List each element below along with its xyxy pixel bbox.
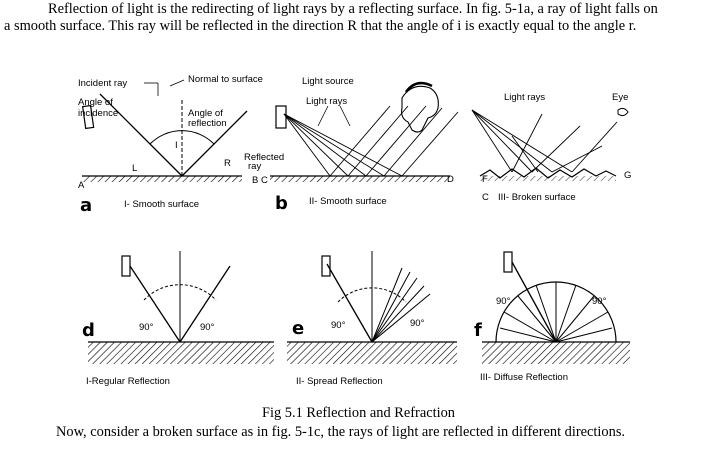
l-label: L xyxy=(132,163,137,174)
reflected-ray-label-2: ray xyxy=(248,161,261,172)
figure-caption: Fig 5.1 Reflection and Refraction xyxy=(261,405,456,421)
panel-d-angle-right: 90° xyxy=(200,322,215,333)
panel-e-letter: e xyxy=(292,318,304,339)
panel-e-angle-left: 90° xyxy=(331,320,346,331)
panel-d-caption: I-Regular Reflection xyxy=(86,376,170,387)
panel-c: Light rays Eye F G C III- Broken surface xyxy=(471,92,631,203)
panel-c-letter: C xyxy=(482,192,489,203)
panel-d-letter: d xyxy=(82,320,95,341)
f-point-label: F xyxy=(482,174,488,185)
panel-f-angle-left: 90° xyxy=(496,296,511,307)
eye-label: Eye xyxy=(612,92,628,103)
angle-reflection-label-2: reflection xyxy=(188,118,227,129)
light-rays-label-c: Light rays xyxy=(504,92,545,103)
incident-ray xyxy=(99,93,183,177)
surface-e xyxy=(287,342,457,364)
panel-a-letter: a xyxy=(80,195,92,216)
outro-paragraph: Now, consider a broken surface as in fig… xyxy=(0,424,717,441)
eye-icon xyxy=(617,107,629,117)
r-label: R xyxy=(224,158,231,169)
a-point-label: A xyxy=(78,180,85,191)
panel-c-caption: III- Broken surface xyxy=(498,192,576,203)
panel-b: Light source Light rays D b II- Smooth s… xyxy=(270,76,459,214)
panel-f-letter: f xyxy=(474,320,482,341)
outro-line-1: Now, consider a broken surface as in fig… xyxy=(56,424,626,440)
panel-d-angle-left: 90° xyxy=(139,322,154,333)
flashlight-icon-d xyxy=(121,255,131,277)
panel-e: 90° 90° e II- Spread Reflection xyxy=(287,251,457,387)
flashlight-icon-e xyxy=(321,255,331,277)
surface-d xyxy=(88,342,274,364)
angle-reflection-label-1: Angle of xyxy=(188,108,223,119)
person-head-icon xyxy=(401,85,439,133)
intro-paragraph: Reflection of light is the redirecting o… xyxy=(0,1,717,35)
i-label: I xyxy=(175,140,178,151)
panel-a: Incident ray Normal to surface Angle of … xyxy=(78,74,284,216)
panel-d: 90° 90° d I-Regular Reflection xyxy=(82,251,274,387)
panel-e-angle-right: 90° xyxy=(410,318,425,329)
reflected-ray-label-1: Reflected xyxy=(244,152,284,163)
light-source-label: Light source xyxy=(302,76,354,87)
panel-e-caption: II- Spread Reflection xyxy=(296,376,383,387)
reflection-diagram: Incident ray Normal to surface Angle of … xyxy=(78,74,631,387)
d-point-label: D xyxy=(447,174,454,185)
panel-f: 90° 90° f III- Diffuse Reflection xyxy=(474,251,630,383)
bc-point-label: B C xyxy=(252,175,268,186)
reflected-ray xyxy=(181,110,248,177)
light-rays-label-b: Light rays xyxy=(306,96,347,107)
panel-b-caption: II- Smooth surface xyxy=(309,196,387,207)
angle-incidence-label-2: incidence xyxy=(78,108,118,119)
panel-a-caption: I- Smooth surface xyxy=(124,199,199,210)
reflection-figure: Incident ray Normal to surface Angle of … xyxy=(72,66,644,400)
flashlight-icon-f xyxy=(503,251,513,273)
incident-ray-label: Incident ray xyxy=(78,78,127,89)
normal-label: Normal to surface xyxy=(188,74,263,85)
surface-f xyxy=(482,342,630,364)
intro-line-1: Reflection of light is the redirecting o… xyxy=(48,1,658,17)
panel-b-letter: b xyxy=(275,193,288,214)
flashlight-icon xyxy=(81,104,95,130)
surface-a xyxy=(82,176,242,182)
panel-f-caption: III- Diffuse Reflection xyxy=(480,372,568,383)
intro-line-2: a smooth surface. This ray will be refle… xyxy=(4,18,637,34)
light-source-icon xyxy=(275,105,287,129)
surface-b xyxy=(270,176,450,182)
angle-arc xyxy=(149,130,215,145)
angle-incidence-label-1: Angle of xyxy=(78,97,113,108)
g-point-label: G xyxy=(624,170,631,181)
panel-f-angle-right: 90° xyxy=(592,296,607,307)
